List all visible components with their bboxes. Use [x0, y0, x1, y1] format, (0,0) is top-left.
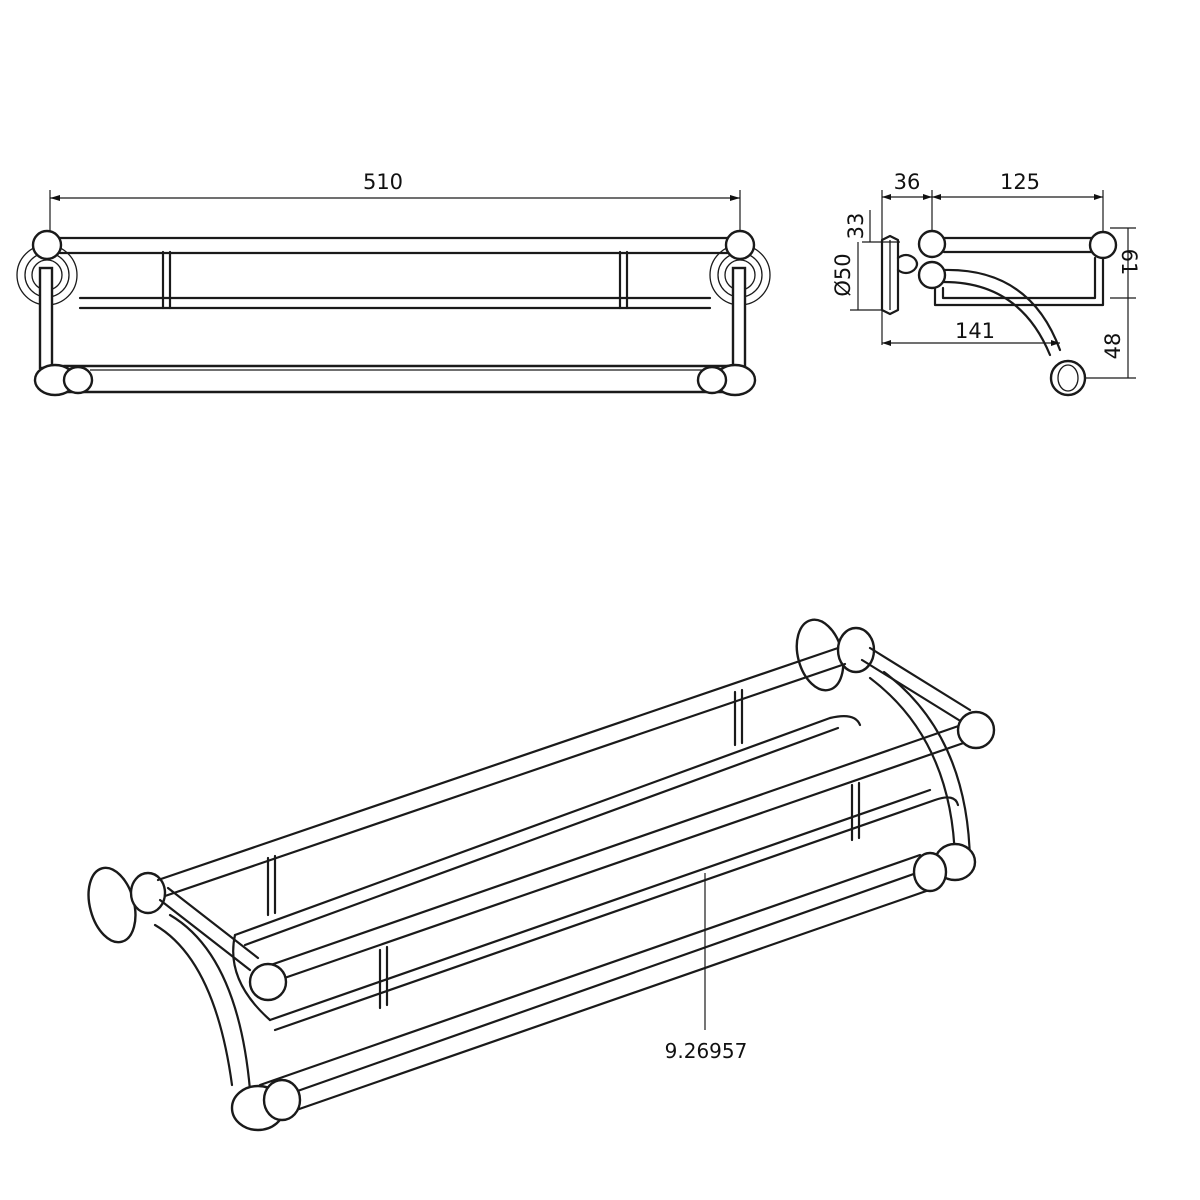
side-a-label: 36 — [894, 170, 921, 194]
height-top-label: 33 — [844, 213, 868, 240]
height-bracket-label: 61 — [1117, 249, 1141, 276]
width-label: 510 — [363, 170, 403, 194]
front-view: 510 — [16, 170, 771, 397]
product-code-label: 9.26957 — [665, 1039, 748, 1063]
isometric-view: 9.26957 — [87, 618, 996, 1132]
side-b-label: 125 — [1000, 170, 1040, 194]
dimension-width: 510 — [49, 170, 741, 250]
drop-label: 48 — [1101, 333, 1125, 360]
diameter-label: Ø50 — [831, 253, 855, 296]
side-view: 36 125 33 Ø50 61 — [831, 170, 1141, 397]
depth-label: 141 — [955, 319, 995, 343]
